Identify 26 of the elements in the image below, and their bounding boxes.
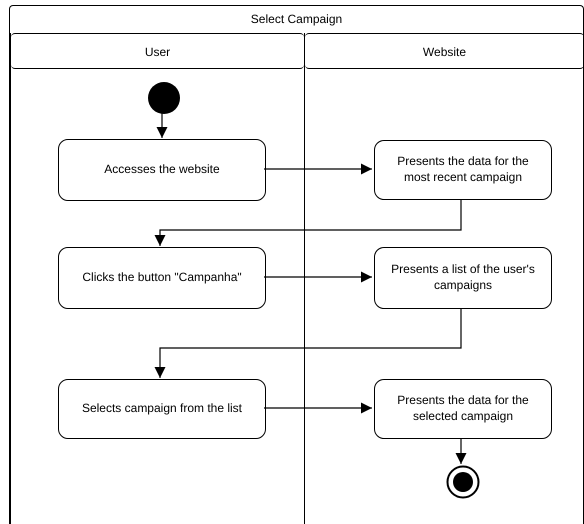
arrow — [154, 199, 462, 246]
action-text: Presents a list of the user's campaigns — [390, 262, 536, 294]
swimlane-pool — [9, 5, 584, 524]
swimlane — [10, 33, 305, 524]
arrow — [154, 308, 462, 378]
action-text: Accesses the website — [104, 162, 220, 178]
final-node — [446, 465, 480, 499]
arrow — [264, 272, 372, 282]
arrow — [156, 113, 168, 138]
action-box — [374, 379, 552, 439]
action-text: Clicks the button "Campanha" — [82, 270, 242, 286]
action-box — [374, 140, 552, 200]
lane-header: User — [11, 33, 304, 69]
action-box — [58, 247, 266, 309]
action-text: Presents the data for the selected campaign — [396, 393, 530, 425]
arrow — [456, 438, 466, 464]
initial-node — [148, 82, 180, 114]
action-box — [58, 139, 266, 201]
action-box — [58, 379, 266, 439]
action-box — [374, 247, 552, 309]
action-text: Presents the data for the most recent campaign — [396, 154, 530, 186]
pool-title: Select Campaign — [250, 11, 344, 28]
arrow — [264, 164, 372, 174]
lane-header: Website — [305, 33, 584, 69]
action-text: Selects campaign from the list — [82, 401, 242, 417]
arrow — [264, 402, 372, 414]
